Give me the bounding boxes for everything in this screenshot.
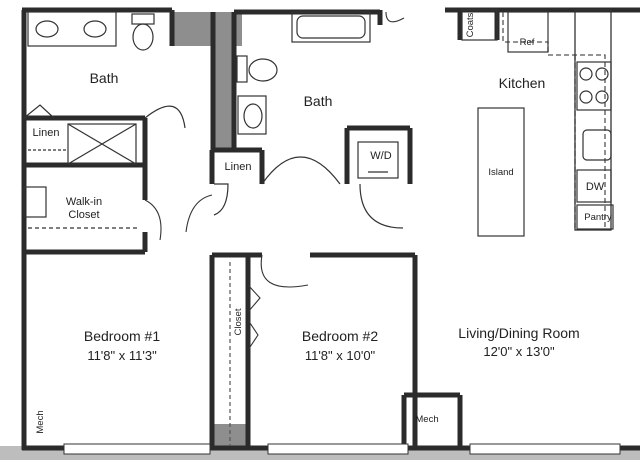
mech-left-label: Mech bbox=[35, 410, 46, 433]
closet-label: Closet bbox=[233, 308, 244, 335]
door-swings bbox=[144, 11, 405, 351]
bath-left-fixtures bbox=[23, 11, 186, 229]
island-label: Island bbox=[488, 167, 513, 178]
bath-center-label: Bath bbox=[304, 93, 333, 109]
bedroom1-name: Bedroom #1 bbox=[84, 328, 160, 344]
living-dims: 12'0" x 13'0" bbox=[483, 344, 555, 359]
bedroom1-dims: 11'8" x 11'3" bbox=[87, 348, 157, 363]
fridge-label: Ref bbox=[520, 37, 535, 48]
mech-right-label: Mech bbox=[415, 414, 438, 425]
counter-edge bbox=[574, 9, 612, 231]
bedroom2-name: Bedroom #2 bbox=[302, 328, 378, 344]
structural-column bbox=[212, 12, 234, 152]
linen-left-label: Linen bbox=[33, 127, 60, 139]
walkin-label-line1: Walk-in bbox=[66, 196, 102, 208]
linen-center-label: Linen bbox=[225, 161, 252, 173]
windows bbox=[63, 443, 621, 455]
living-name: Living/Dining Room bbox=[458, 325, 579, 341]
bath-left-label: Bath bbox=[90, 70, 119, 86]
washer-dryer-label: W/D bbox=[370, 150, 391, 162]
pantry-label: Pantry bbox=[584, 212, 612, 223]
kitchen-counter bbox=[502, 12, 606, 230]
dishwasher-label: DW bbox=[586, 181, 605, 193]
coats-label: Coats bbox=[465, 12, 476, 37]
bedroom2-dims: 11'8" x 10'0" bbox=[305, 348, 376, 363]
kitchen-label: Kitchen bbox=[499, 75, 546, 91]
bath-center-fixtures bbox=[213, 11, 404, 229]
kitchen-appliances bbox=[461, 9, 614, 237]
walkin-label-line2: Closet bbox=[68, 209, 99, 221]
